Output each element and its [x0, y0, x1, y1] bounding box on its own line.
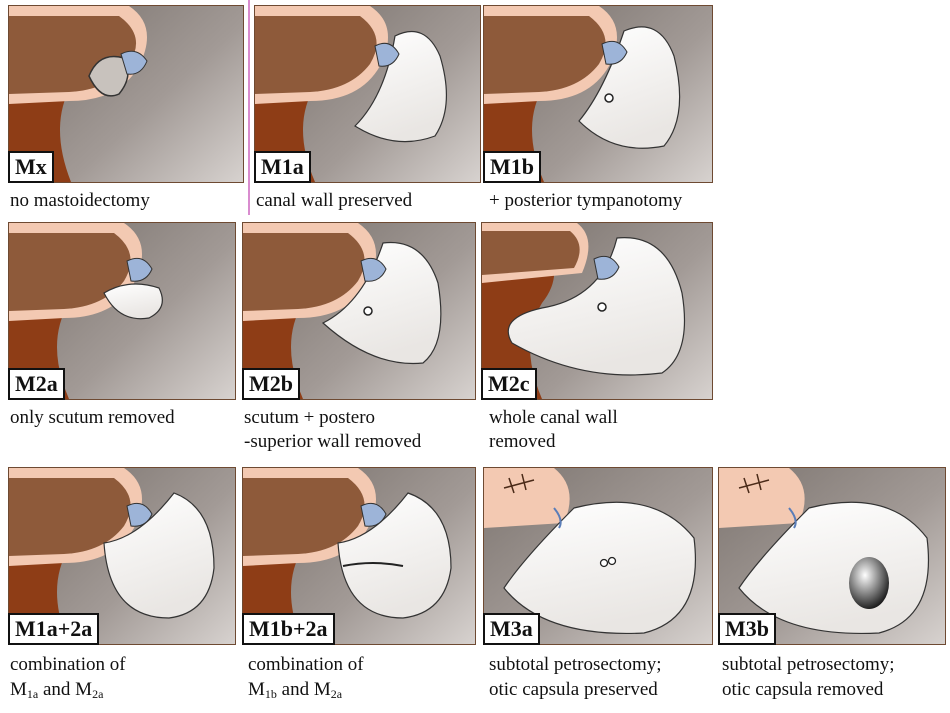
caption-line-2: M1a and M2a	[10, 678, 103, 701]
caption: combination of	[248, 653, 364, 676]
panel-m2c: M2c whole canal wall removed	[481, 222, 713, 462]
caption: only scutum removed	[10, 406, 175, 429]
caption: subtotal petrosectomy;	[722, 653, 895, 676]
technique-label: M1b	[483, 151, 541, 183]
technique-label: M2a	[8, 368, 65, 400]
panel-m1b: M1b + posterior tympanotomy	[483, 5, 713, 217]
caption: whole canal wall	[489, 406, 618, 429]
panel-m2b: M2b scutum + postero -superior wall remo…	[242, 222, 476, 462]
technique-label: M2b	[242, 368, 300, 400]
panel-m1a2a: M1a+2a combination of M1a and M2a	[8, 467, 236, 713]
technique-label: M3a	[483, 613, 540, 645]
caption-line-2: -superior wall removed	[244, 430, 421, 453]
panel-mx: Mx no mastoidectomy	[8, 5, 244, 217]
caption: + posterior tympanotomy	[489, 189, 682, 212]
caption-line-2: otic capsula removed	[722, 678, 883, 701]
caption: canal wall preserved	[256, 189, 412, 212]
technique-label: M2c	[481, 368, 537, 400]
caption: no mastoidectomy	[10, 189, 150, 212]
caption: combination of	[10, 653, 126, 676]
divider-line	[248, 0, 250, 215]
panel-m1b2a: M1b+2a combination of M1b and M2a	[242, 467, 476, 713]
panel-m2a: M2a only scutum removed	[8, 222, 236, 462]
technique-label: M1b+2a	[242, 613, 335, 645]
caption-line-2: removed	[489, 430, 555, 453]
technique-label: M1a	[254, 151, 311, 183]
technique-label: M3b	[718, 613, 776, 645]
panel-m3b: M3b subtotal petrosectomy; otic capsula …	[718, 467, 946, 713]
caption: scutum + postero	[244, 406, 375, 429]
technique-label: M1a+2a	[8, 613, 99, 645]
technique-label: Mx	[8, 151, 54, 183]
caption: subtotal petrosectomy;	[489, 653, 662, 676]
panel-m3a: M3a subtotal petrosectomy; otic capsula …	[483, 467, 713, 713]
panel-m1a: M1a canal wall preserved	[254, 5, 481, 217]
caption-line-2: M1b and M2a	[248, 678, 342, 701]
caption-line-2: otic capsula preserved	[489, 678, 658, 701]
